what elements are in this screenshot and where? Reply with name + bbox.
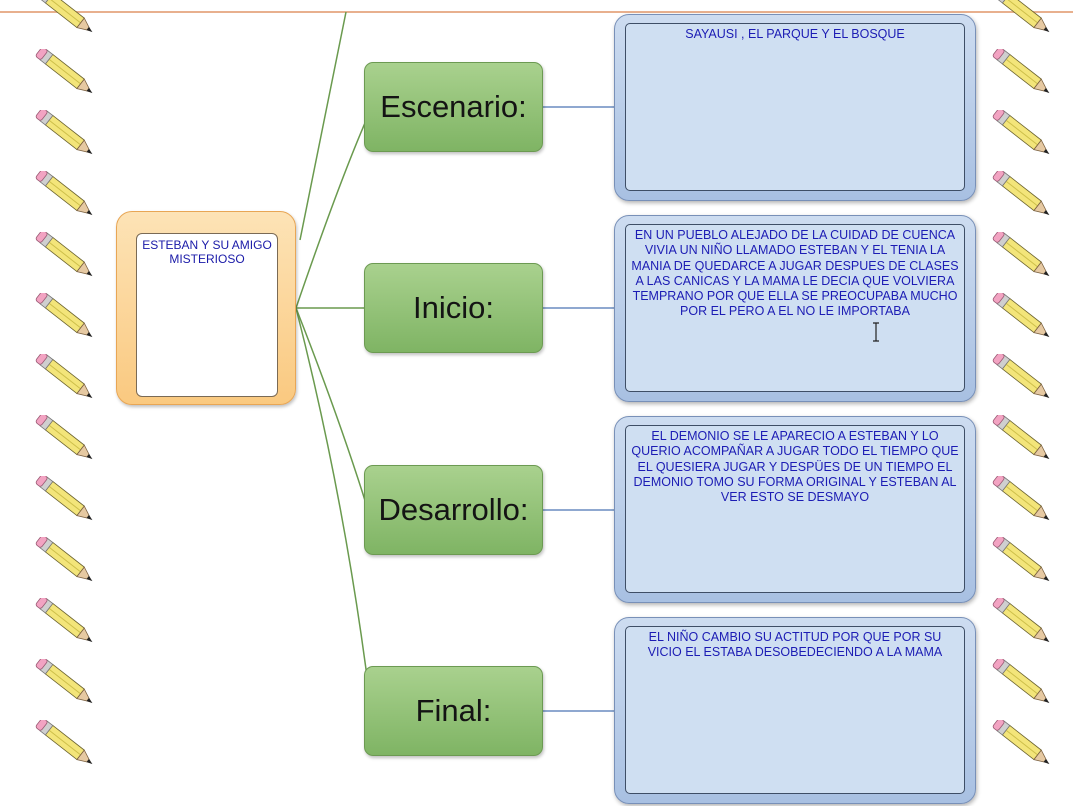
pencil-icon bbox=[35, 110, 93, 155]
pencil-icon bbox=[992, 476, 1050, 521]
content-desarrollo-inner: EL DEMONIO SE LE APARECIO A ESTEBAN Y LO… bbox=[625, 425, 965, 593]
pencil-icon bbox=[992, 293, 1050, 338]
pencil-icon bbox=[35, 415, 93, 460]
content-inicio-inner: EN UN PUEBLO ALEJADO DE LA CUIDAD DE CUE… bbox=[625, 224, 965, 392]
label-desarrollo: Desarrollo: bbox=[364, 465, 543, 555]
pencil-icon bbox=[992, 537, 1050, 582]
pencil-icon bbox=[35, 659, 93, 704]
pencil-icon bbox=[992, 598, 1050, 643]
pencil-icon bbox=[992, 171, 1050, 216]
pencil-icon bbox=[35, 293, 93, 338]
content-inicio-text: EN UN PUEBLO ALEJADO DE LA CUIDAD DE CUE… bbox=[631, 228, 959, 319]
content-final-text: EL NIÑO CAMBIO SU ACTITUD POR QUE POR SU… bbox=[647, 630, 943, 660]
pencil-icon bbox=[35, 171, 93, 216]
pencil-icon bbox=[35, 49, 93, 94]
pencil-icon bbox=[35, 354, 93, 399]
label-escenario: Escenario: bbox=[364, 62, 543, 152]
connector-final bbox=[295, 307, 371, 701]
right-pencil-border bbox=[985, 0, 1065, 806]
content-inicio: EN UN PUEBLO ALEJADO DE LA CUIDAD DE CUE… bbox=[614, 215, 976, 402]
pencil-icon bbox=[992, 49, 1050, 94]
story-title-box: ESTEBAN Y SU AMIGO MISTERIOSO bbox=[116, 211, 296, 405]
pencil-icon bbox=[992, 110, 1050, 155]
pencil-icon bbox=[992, 720, 1050, 765]
pencil-icon bbox=[996, 0, 1050, 33]
connector-top-stub bbox=[299, 11, 347, 241]
pencil-icon bbox=[992, 415, 1050, 460]
pencil-icon bbox=[992, 354, 1050, 399]
pencil-icon bbox=[35, 720, 93, 765]
content-desarrollo: EL DEMONIO SE LE APARECIO A ESTEBAN Y LO… bbox=[614, 416, 976, 603]
story-title-inner: ESTEBAN Y SU AMIGO MISTERIOSO bbox=[136, 233, 278, 397]
content-escenario-inner: SAYAUSI , EL PARQUE Y EL BOSQUE bbox=[625, 23, 965, 191]
story-title: ESTEBAN Y SU AMIGO MISTERIOSO bbox=[142, 238, 272, 266]
content-escenario-text: SAYAUSI , EL PARQUE Y EL BOSQUE bbox=[685, 27, 905, 41]
top-divider bbox=[0, 11, 1073, 13]
pencil-icon bbox=[35, 476, 93, 521]
content-desarrollo-text: EL DEMONIO SE LE APARECIO A ESTEBAN Y LO… bbox=[631, 429, 959, 505]
label-inicio: Inicio: bbox=[364, 263, 543, 353]
pencil-icon bbox=[35, 232, 93, 277]
content-final: EL NIÑO CAMBIO SU ACTITUD POR QUE POR SU… bbox=[614, 617, 976, 804]
content-final-inner: EL NIÑO CAMBIO SU ACTITUD POR QUE POR SU… bbox=[625, 626, 965, 794]
connector-desarrollo bbox=[295, 307, 369, 511]
pencil-icon bbox=[35, 537, 93, 582]
label-final: Final: bbox=[364, 666, 543, 756]
text-cursor-icon bbox=[873, 322, 879, 342]
connector-escenario bbox=[295, 115, 369, 309]
left-pencil-border bbox=[28, 0, 108, 806]
content-escenario: SAYAUSI , EL PARQUE Y EL BOSQUE bbox=[614, 14, 976, 201]
pencil-icon bbox=[35, 598, 93, 643]
pencil-icon bbox=[992, 232, 1050, 277]
pencil-icon bbox=[992, 659, 1050, 704]
pencil-icon bbox=[39, 0, 93, 33]
